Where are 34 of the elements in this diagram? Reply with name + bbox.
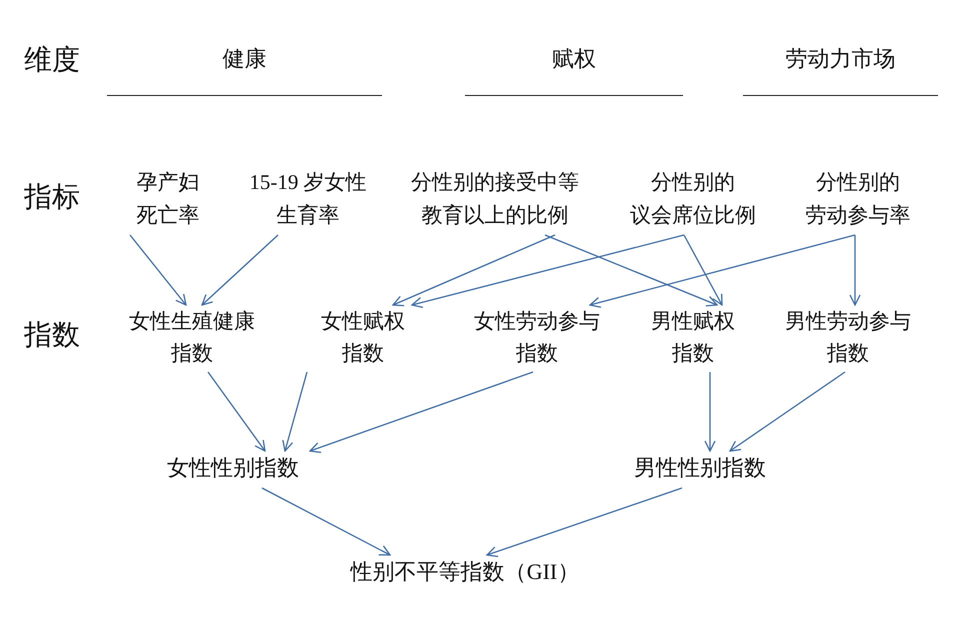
label-text: 15-19 岁女性生育率	[233, 166, 383, 232]
arrow	[849, 235, 861, 306]
arrow	[411, 234, 684, 308]
arrow	[704, 372, 716, 452]
label-text: 性别不平等指数（GII）	[325, 555, 605, 589]
arrow	[130, 234, 187, 306]
arrow	[262, 487, 391, 556]
row-heading: 维度	[24, 43, 80, 77]
column-heading: 健康	[222, 46, 268, 74]
label-text: 女性赋权指数	[313, 305, 413, 369]
label-text: 女性劳动参与指数	[462, 305, 612, 369]
label-text: 孕产妇死亡率	[113, 166, 223, 232]
arrow	[201, 234, 278, 306]
arrow	[207, 372, 266, 452]
row-heading: 指数	[24, 318, 80, 352]
column-heading: 劳动力市场	[784, 46, 896, 74]
label-text: 男性赋权指数	[643, 305, 743, 369]
arrow	[282, 372, 308, 452]
arrow	[309, 371, 534, 454]
label-text: 分性别的接受中等教育以上的比例	[395, 166, 595, 232]
arrow	[544, 234, 718, 306]
label-text: 女性生殖健康指数	[117, 305, 267, 369]
arrow	[589, 234, 856, 308]
arrow	[729, 371, 846, 452]
label-text: 分性别的议会席位比例	[618, 166, 768, 232]
label-text: 男性性别指数	[615, 451, 785, 485]
column-heading: 赋权	[551, 46, 597, 74]
arrow	[486, 487, 682, 558]
row-heading: 指标	[24, 180, 80, 214]
label-text: 男性劳动参与指数	[773, 305, 923, 369]
label-text: 女性性别指数	[148, 451, 318, 485]
arrow	[683, 234, 723, 306]
label-text: 分性别的劳动参与率	[788, 166, 928, 232]
arrow	[392, 234, 556, 306]
